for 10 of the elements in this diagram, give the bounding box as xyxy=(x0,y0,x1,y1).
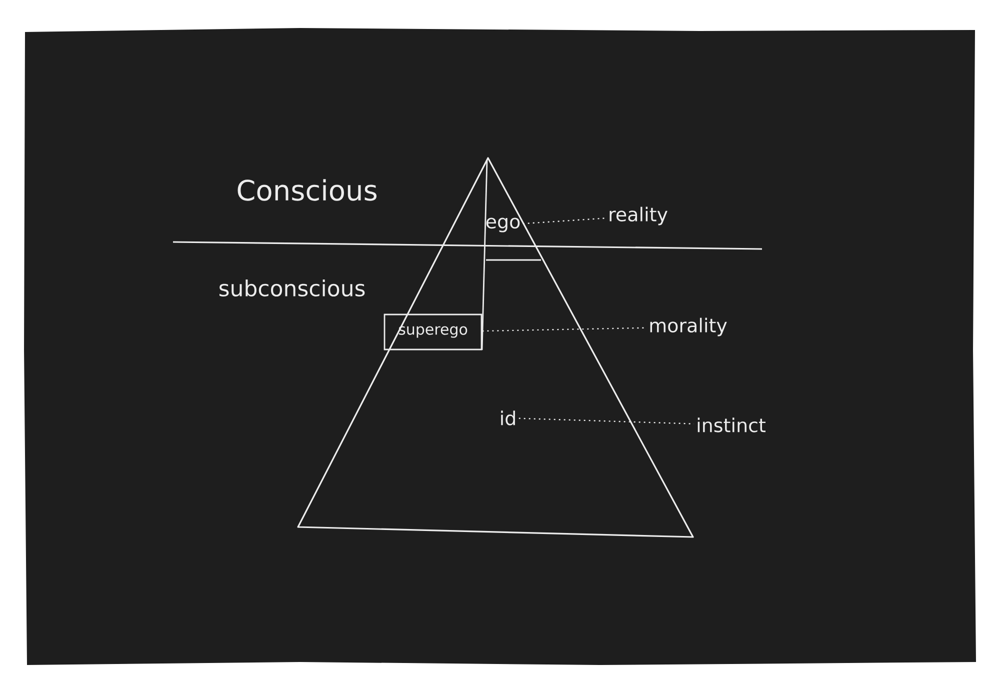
chalk-text: reality xyxy=(610,206,668,226)
chalk-text: instinct xyxy=(698,418,766,432)
superego-box: superego xyxy=(384,314,482,350)
dotted-line xyxy=(522,218,606,224)
dotted-line xyxy=(482,327,646,332)
ego-region: ego xyxy=(486,218,541,261)
chalk-text: Conscious xyxy=(238,179,376,201)
chalk-text: subconscious xyxy=(220,279,365,296)
chalk-text: id xyxy=(501,410,515,426)
chalk-text: morality xyxy=(650,318,727,336)
